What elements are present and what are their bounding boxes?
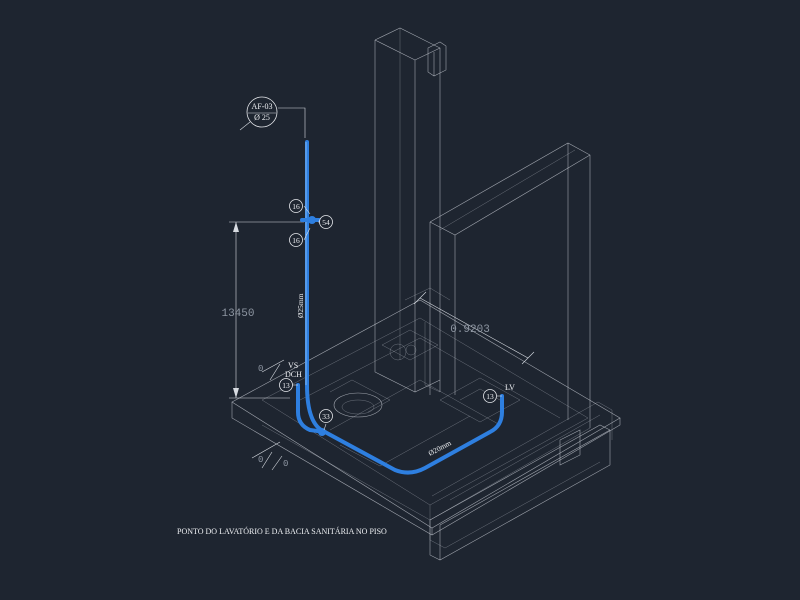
- fitting-13-right: 13: [486, 392, 494, 401]
- floor-slab: [231, 299, 621, 536]
- shaft-column: [374, 27, 447, 393]
- width-dimension: [413, 291, 535, 365]
- fitting-16-bottom: 16: [292, 236, 300, 245]
- fitting-bubble-13-right: [483, 389, 497, 403]
- width-dimension-value: 0.9203: [450, 324, 490, 336]
- point-lv: LV: [505, 383, 515, 392]
- fitting-bubble-33: [319, 409, 333, 423]
- height-dimension-value: 13450: [221, 308, 254, 320]
- fitting-33: 33: [322, 412, 330, 421]
- height-dimension: [229, 221, 304, 399]
- small-dim-b: 0: [283, 459, 288, 469]
- fitting-54: 54: [322, 218, 330, 227]
- fitting-bubble-16-bottom: [289, 233, 303, 247]
- base-block: [429, 401, 613, 561]
- fitting-bubble-54: [319, 215, 333, 229]
- point-dch: DCH: [285, 370, 302, 379]
- fitting-bubble-16-top: [289, 199, 303, 213]
- riser-label: Ø25mm: [296, 293, 305, 318]
- leaders: [239, 107, 502, 431]
- small-dimensions: [251, 359, 285, 471]
- fitting-13-left: 13: [282, 381, 290, 390]
- fitting-16-top: 16: [292, 202, 300, 211]
- fitting-bubble-13-left: [279, 378, 293, 392]
- small-dim-a: 0: [258, 455, 263, 465]
- drawing-caption: PONTO DO LAVATÓRIO E DA BACIA SANITÁRIA …: [177, 526, 387, 536]
- tag-line-2: Ø 25: [254, 113, 270, 122]
- small-dim-c: 0: [258, 364, 263, 374]
- tag-bubble: [246, 96, 278, 128]
- tag-line-1: AF-03: [252, 102, 273, 111]
- right-wall: [429, 142, 591, 428]
- point-vs: VS: [288, 361, 298, 370]
